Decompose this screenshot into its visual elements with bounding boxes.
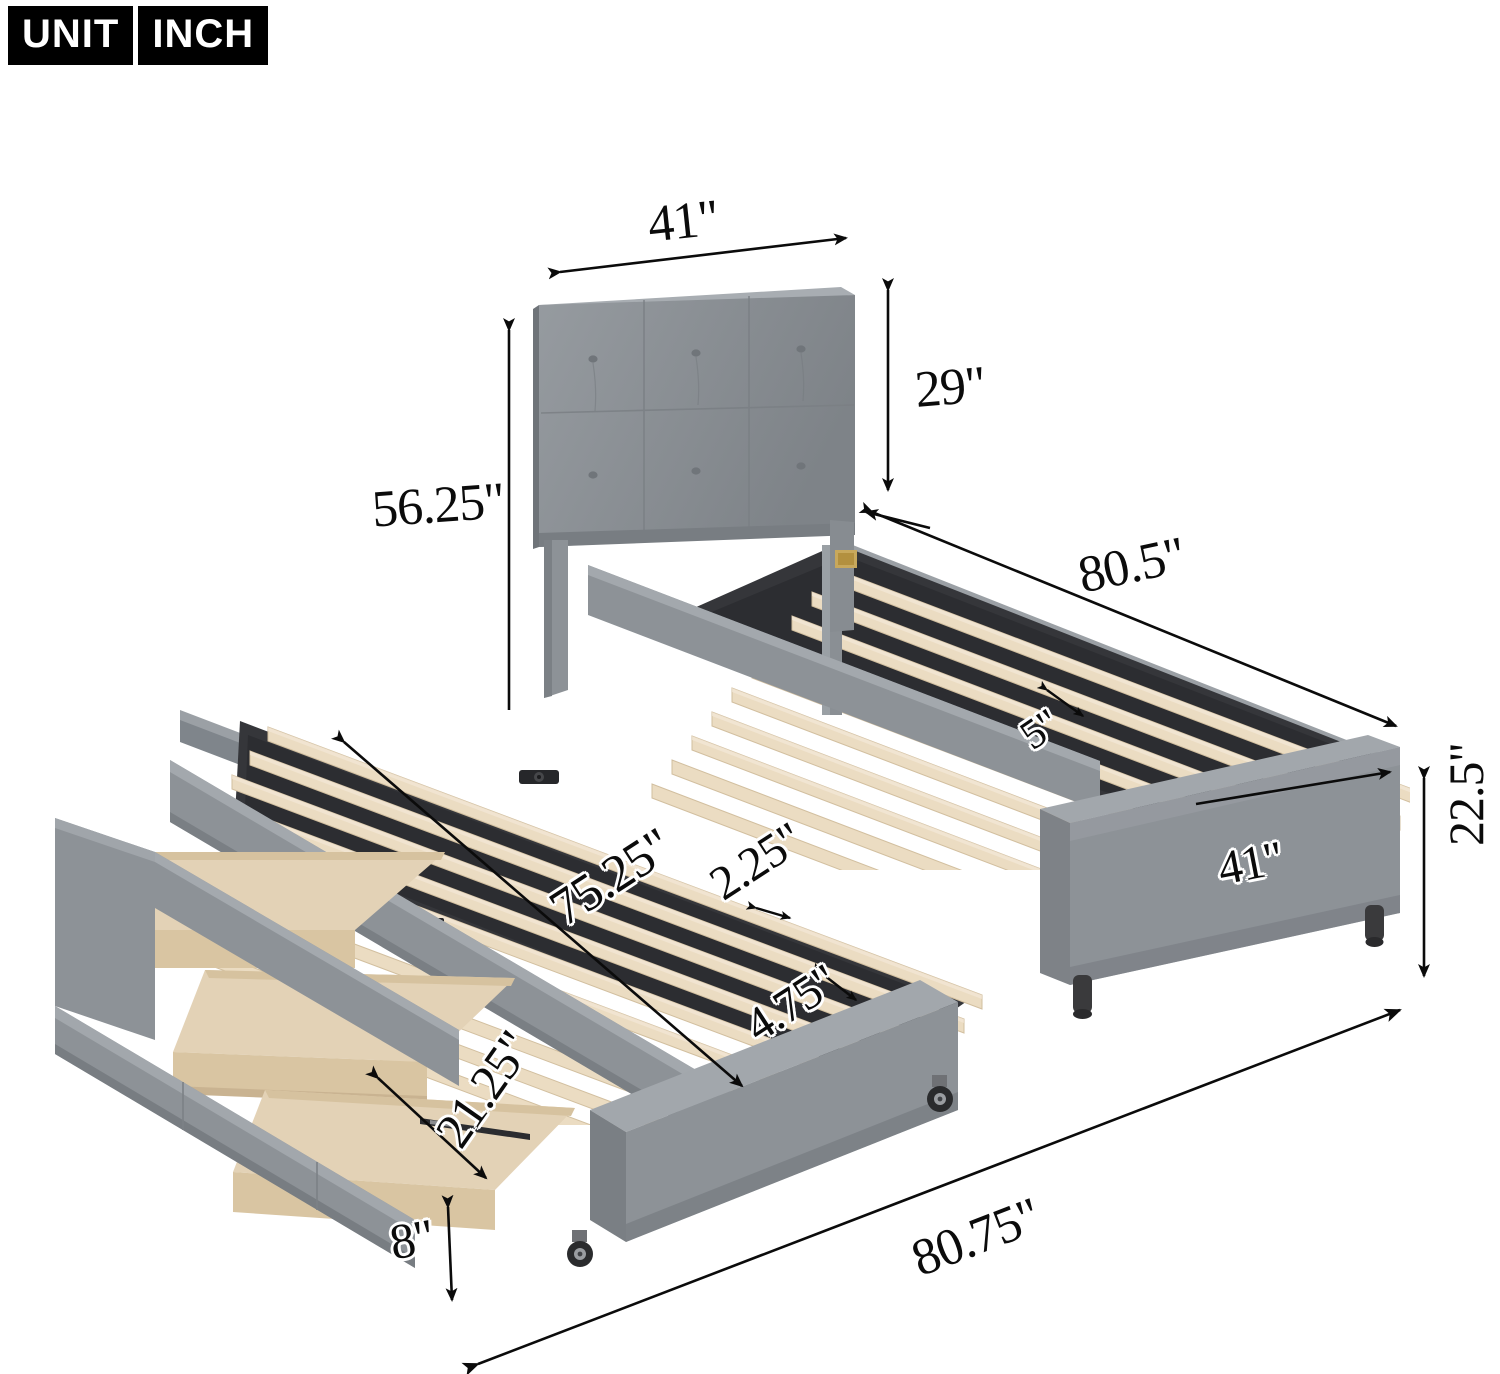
headboard-post-left bbox=[540, 540, 576, 700]
headboard bbox=[525, 283, 875, 583]
dimension-label-overall-height: 56.25" bbox=[370, 472, 507, 539]
dimension-label-frame-height: 22.5" bbox=[1438, 743, 1494, 846]
unit-badge-right: INCH bbox=[138, 6, 269, 65]
headboard-post-right bbox=[828, 520, 862, 640]
main-bed-leg-rear bbox=[1362, 905, 1388, 951]
dimension-label-headboard-height: 29" bbox=[912, 356, 988, 419]
trundle-caster-right bbox=[920, 1075, 960, 1119]
main-bed-leg-front bbox=[1070, 975, 1096, 1021]
unit-badge-left: UNIT bbox=[8, 6, 134, 65]
unit-badge: UNIT INCH bbox=[8, 6, 269, 65]
dimension-label-headboard-width: 41" bbox=[645, 189, 722, 254]
headboard-bracket bbox=[833, 546, 861, 574]
